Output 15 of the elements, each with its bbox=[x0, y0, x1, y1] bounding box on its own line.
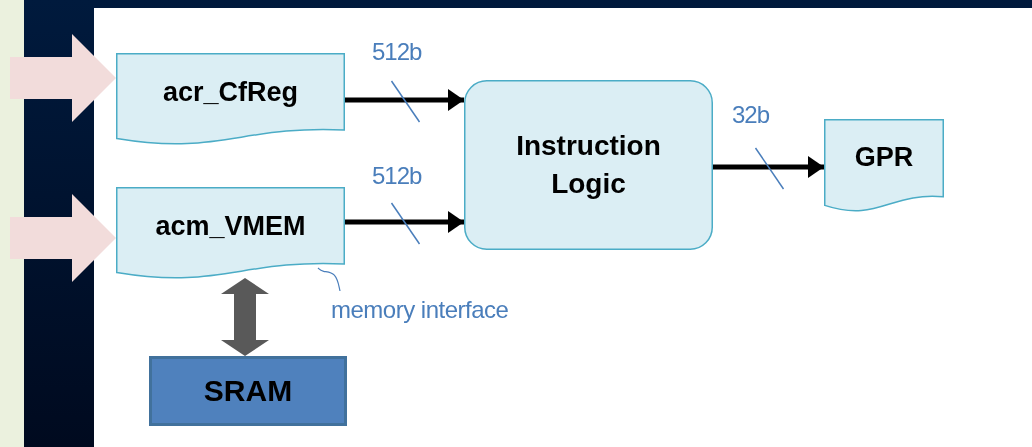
node-label: SRAM bbox=[203, 372, 293, 409]
node-label: Instruction Logic bbox=[515, 129, 662, 201]
memory-block bbox=[149, 356, 347, 426]
block-arrow bbox=[10, 34, 116, 122]
arrow bbox=[345, 89, 464, 111]
node-label: acr_CfReg bbox=[162, 76, 299, 110]
callout-text: memory interface bbox=[331, 294, 509, 325]
node-label: acm_VMEM bbox=[155, 210, 306, 244]
leader-line bbox=[317, 267, 341, 292]
node-label: GPR bbox=[854, 140, 914, 174]
arrow bbox=[345, 211, 464, 233]
block-arrow bbox=[10, 194, 116, 282]
double-block-arrow bbox=[221, 278, 269, 356]
arrow bbox=[713, 156, 824, 178]
process-box bbox=[464, 80, 713, 250]
